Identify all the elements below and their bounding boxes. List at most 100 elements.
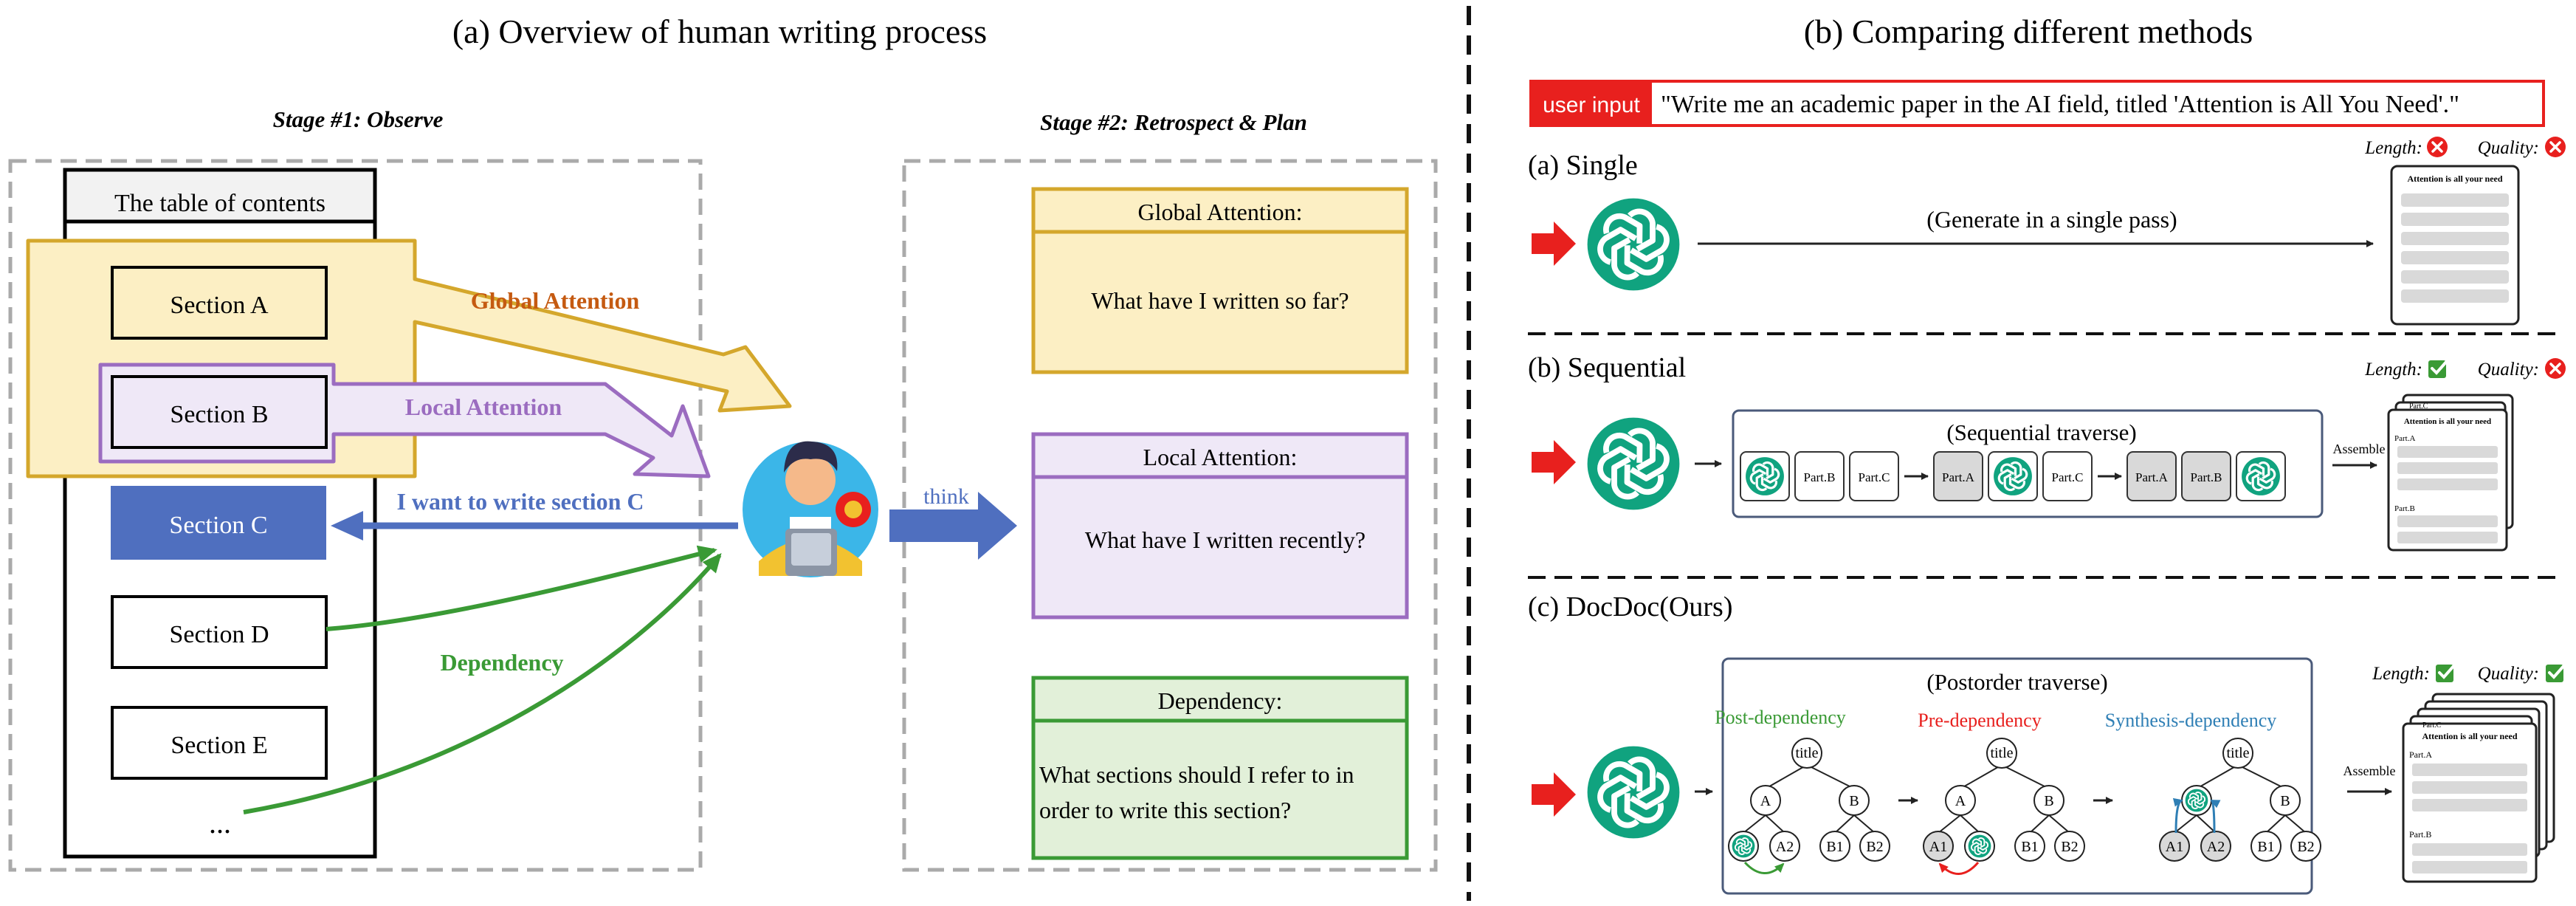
seq-chip-4-label: Part.C [2052,470,2084,484]
global-box-question: What have I written so far? [1091,287,1349,314]
seq-chip-1 [1794,451,1845,501]
tree-synthesis [2159,738,2321,862]
seq-chip-6-label: Part.B [2191,470,2222,484]
user-input-text: "Write me an academic paper in the AI fi… [1661,91,2459,118]
seq-chip-6 [2181,451,2231,501]
docdoc-length-check-icon [2434,663,2456,684]
post-node-a2: A2 [1776,839,1794,855]
right-panel-title: (b) Comparing different methods [1804,13,2253,50]
seq-chip-3-label: Part.A [1942,470,1975,484]
sequential-label: (b) Sequential [1528,352,1686,383]
seq-length-check-icon [2427,359,2449,380]
post-node-b1: B1 [1826,839,1843,855]
single-quality-label: Quality: [2478,138,2539,158]
pre-node-b: B [2044,793,2053,809]
section-a-label: Section A [170,292,269,319]
tree-pre [1923,738,2085,875]
single-length-cross-icon [2426,136,2448,158]
syn-node-title: title [2226,745,2249,761]
seq-quality-label: Quality: [2478,360,2539,380]
section-c-box [111,486,326,560]
user-input-tag-text: user input [1543,93,1640,117]
seq-doc-part-a: Part.A [2394,434,2415,443]
user-input-tag [1531,81,1652,126]
seq-doc-title: Attention is all your need [2404,417,2491,426]
single-gpt-icon [1588,199,1680,291]
section-b-box [111,375,328,449]
seq-doc-back-part: Part.C [2409,402,2428,411]
local-attention-box [1031,432,1409,620]
seq-document-stack-icon [2387,394,2514,552]
dependency-box [1031,676,1409,860]
dependency-box-title: Dependency: [1158,687,1283,714]
seq-doc-part-b: Part.B [2394,504,2415,513]
single-caption: (Generate in a single pass) [1926,206,2177,233]
pre-node-a: A [1955,793,1966,809]
post-dependency-label: Post-dependency [1715,707,1846,728]
section-e-label: Section E [171,732,267,759]
local-box-question: What have I written recently? [1085,526,1366,553]
stage1-label: Stage #1: Observe [273,106,444,132]
single-length-label: Length: [2364,138,2422,158]
think-label: think [923,484,969,509]
dependency-label: Dependency [440,649,563,676]
seq-length-label: Length: [2364,360,2422,380]
pre-node-b2: B2 [2061,839,2078,855]
syn-node-a2: A2 [2207,839,2225,855]
section-c-label: Section C [169,512,267,539]
seq-gpt-icon [1588,418,1680,510]
sequential-caption: (Sequential traverse) [1946,419,2136,445]
dependency-box-question-1: What sections should I refer to in [1039,761,1354,788]
syn-node-b2: B2 [2297,839,2314,855]
section-d-box [111,595,328,669]
write-label: I want to write section C [396,488,644,515]
seq-chip-3 [1933,451,1983,501]
dependency-arrow-d [326,545,717,631]
docdoc-doc-back-part: Part.C [2422,721,2442,730]
local-box-title: Local Attention: [1143,444,1298,470]
pre-node-title: title [1990,745,2013,761]
global-attention-label: Global Attention [471,287,640,314]
syn-node-b: B [2280,793,2290,809]
docdoc-doc-part-a: Part.A [2409,749,2432,760]
docdoc-quality-check-icon [2544,663,2566,684]
single-document-icon [2390,165,2520,326]
post-node-title: title [1795,745,1818,761]
tree-post [1728,738,1890,874]
seq-chip-5 [2126,451,2177,501]
pre-node-a1: A1 [1929,839,1947,855]
global-attention-box [1031,187,1409,374]
single-input-arrow-icon [1532,222,1576,266]
write-arrow-head [331,511,363,540]
docdoc-length-label: Length: [2372,664,2430,684]
docdoc-assemble-label: Assemble [2343,763,2396,778]
docdoc-quality-label: Quality: [2478,664,2539,684]
global-box-title: Global Attention: [1137,199,1302,225]
docdoc-doc-title: Attention is all your need [2422,731,2517,741]
stage2-frame [902,159,1438,872]
writer-avatar-icon [743,441,878,577]
single-doc-title: Attention is all your need [2407,174,2502,184]
pre-dependency-label: Pre-dependency [1918,710,2041,731]
synthesis-dependency-label: Synthesis-dependency [2105,710,2277,731]
section-e-box [111,706,328,780]
single-quality-cross-icon [2544,136,2566,158]
section-a-box [111,266,328,340]
stage1-frame [8,159,703,872]
docdoc-doc-part-b: Part.B [2409,829,2431,840]
dependency-arrow-e [243,552,722,814]
single-label: (a) Single [1528,150,1638,181]
section-d-label: Section D [169,621,269,648]
seq-chip-1-label: Part.B [1804,470,1836,484]
post-node-b2: B2 [1866,839,1883,855]
left-panel-title: (a) Overview of human writing process [452,13,987,50]
dependency-box-question-2: order to write this section? [1039,797,1291,823]
seq-chip-gpt-icon-3 [2241,456,2281,496]
seq-input-arrow-icon [1532,440,1576,484]
seq-chip-4 [2042,451,2093,501]
toc-header-text: The table of contents [114,190,326,217]
think-arrow [889,492,1017,560]
pre-node-b1: B1 [2021,839,2038,855]
toc-ellipsis: ... [209,806,231,840]
toc-header [63,168,377,224]
